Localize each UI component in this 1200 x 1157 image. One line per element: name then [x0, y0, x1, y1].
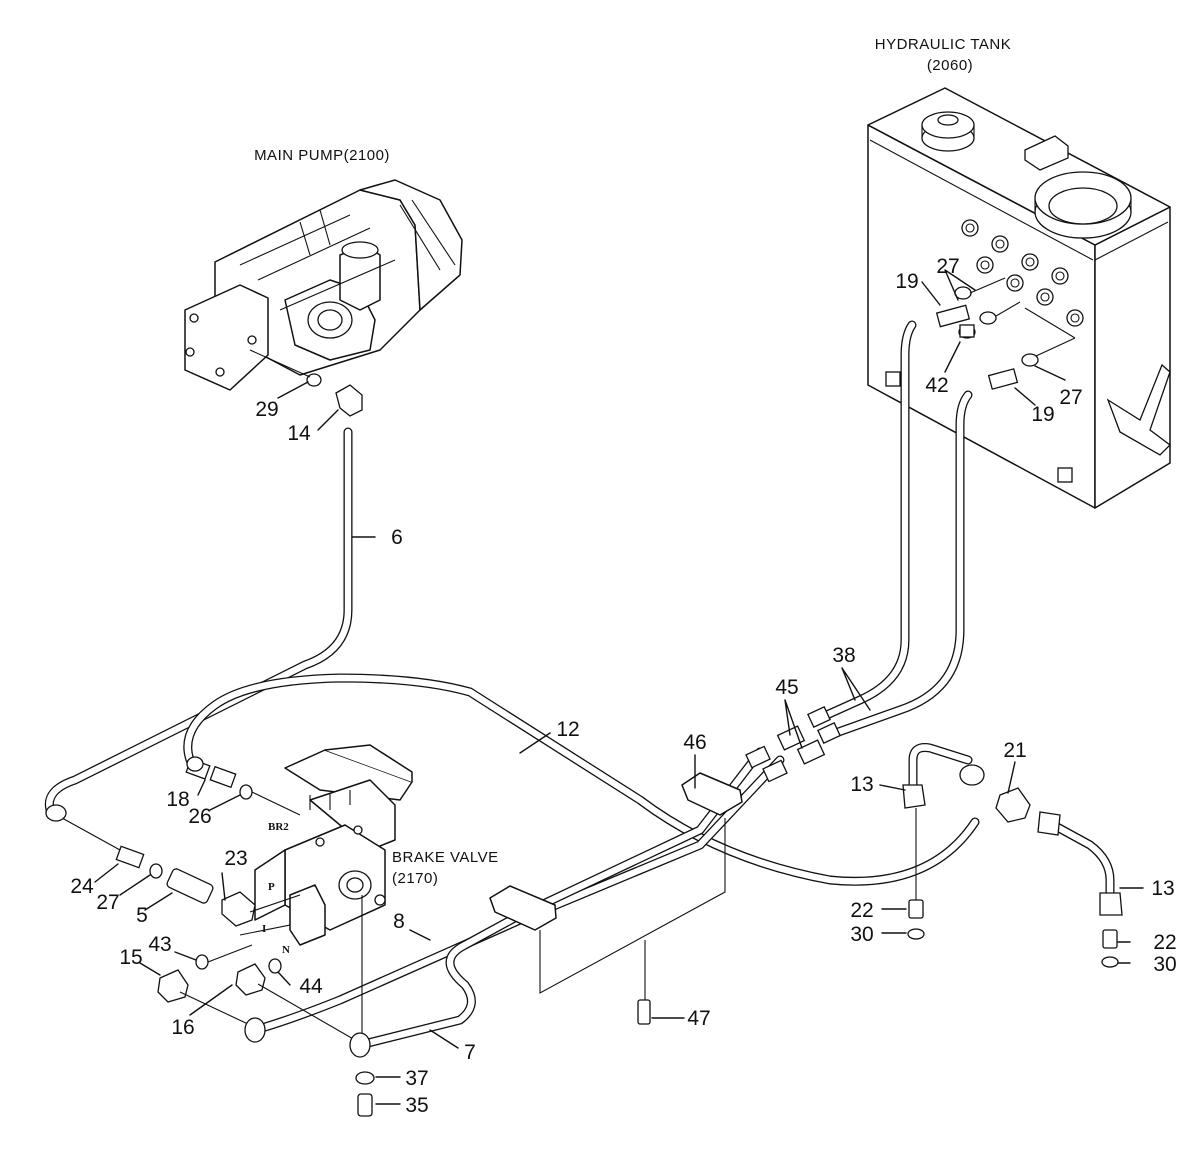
part-label-8: 8: [393, 910, 405, 933]
pipe-13-right: [1043, 817, 1115, 900]
part-label-23: 23: [224, 847, 247, 870]
part-label-12: 12: [556, 718, 579, 741]
part-label-13-left: 13: [850, 773, 873, 796]
part-label-22-right: 22: [1153, 931, 1176, 954]
pipe-13-left: [908, 743, 973, 795]
part-label-16: 16: [171, 1016, 194, 1039]
fittings-45: [745, 705, 841, 783]
port-label-n: N: [282, 944, 290, 956]
hydraulic-tank-code: (2060): [927, 57, 973, 74]
port-label-i: I: [262, 923, 266, 935]
part-label-27-tank-right: 27: [1059, 386, 1082, 409]
hydraulic-tank-title: HYDRAULIC TANK: [875, 36, 1011, 53]
part-label-29: 29: [255, 398, 278, 421]
hydraulic-tank: [867, 87, 1171, 509]
part-label-37: 37: [405, 1067, 428, 1090]
part-label-22-left: 22: [850, 899, 873, 922]
brake-valve-title: BRAKE VALVE: [392, 849, 499, 866]
clamp-46: [489, 772, 743, 1000]
main-pump-title: MAIN PUMP(2100): [254, 147, 390, 164]
leader-lines: [94, 269, 1144, 1105]
part-label-7: 7: [464, 1041, 476, 1064]
part-label-15: 15: [119, 946, 142, 969]
part-label-5: 5: [136, 904, 148, 927]
part-label-24: 24: [70, 875, 94, 898]
part-label-35: 35: [405, 1094, 428, 1117]
pipe-7: [355, 747, 765, 1050]
part-label-30-left: 30: [850, 923, 873, 946]
pipe-6: [44, 427, 353, 815]
port-label-p: P: [268, 881, 275, 893]
pipe-38-b: [825, 390, 973, 740]
part-label-42: 42: [925, 374, 948, 397]
port-label-br2: BR2: [268, 821, 289, 833]
part-label-18: 18: [166, 788, 189, 811]
part-label-38: 38: [832, 644, 855, 667]
part-label-46: 46: [683, 731, 706, 754]
pipe-38-a: [815, 320, 917, 723]
part-label-14: 14: [287, 422, 311, 445]
part-label-30-right: 30: [1153, 953, 1176, 976]
part-label-27-left: 27: [96, 891, 119, 914]
part-label-26: 26: [188, 805, 211, 828]
part-label-43: 43: [148, 933, 171, 956]
part-label-21: 21: [1003, 739, 1026, 762]
brake-valve: [254, 744, 413, 1045]
part-label-45: 45: [775, 676, 798, 699]
brake-valve-code: (2170): [392, 870, 438, 887]
part-label-44: 44: [299, 975, 323, 998]
small-parts: [45, 756, 1123, 1117]
part-label-19-tank-left: 19: [895, 270, 918, 293]
main-pump: [184, 179, 463, 417]
pipe-12: [183, 673, 980, 886]
part-label-47: 47: [687, 1007, 710, 1030]
part-label-13-right: 13: [1151, 877, 1174, 900]
part-label-19-tank-right: 19: [1031, 403, 1054, 426]
part-label-27-tank-top: 27: [936, 255, 959, 278]
part-label-6: 6: [391, 526, 403, 549]
